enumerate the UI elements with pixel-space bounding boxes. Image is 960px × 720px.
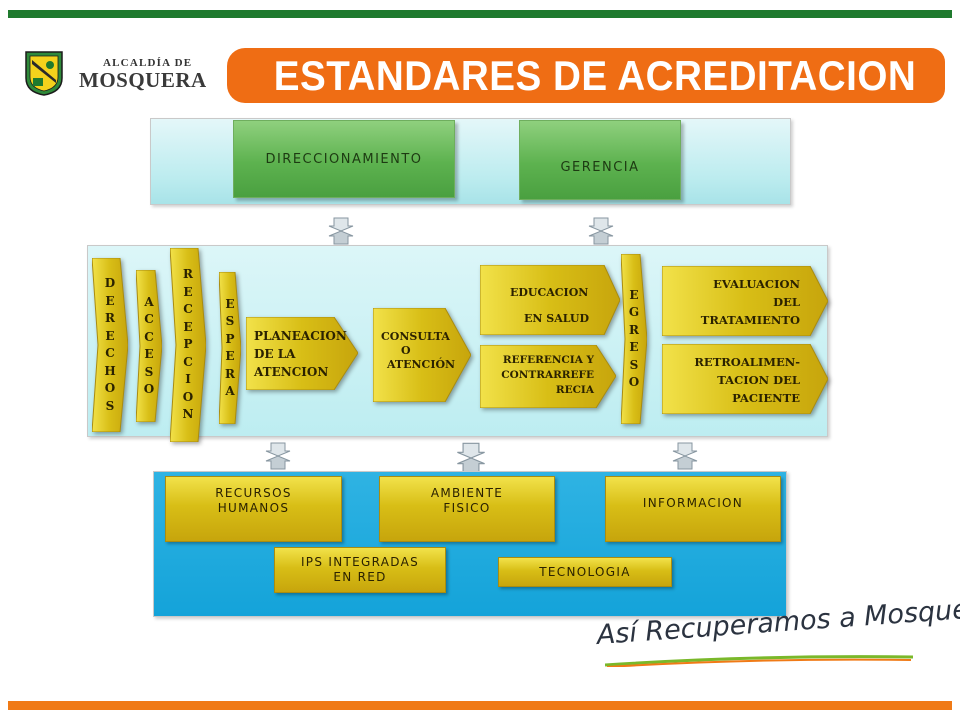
derechos-letter: S xyxy=(105,398,115,413)
egreso-letter: E xyxy=(629,340,639,354)
double-arrow-icon xyxy=(328,217,354,245)
double-arrow-icon xyxy=(265,442,291,470)
ips-line-2: EN RED xyxy=(333,570,387,584)
retroalimentacion-shape: RETROALIMEN- TACION DEL PACIENTE xyxy=(662,344,828,414)
derechos-letter: E xyxy=(105,328,115,343)
mosquera-shield-icon xyxy=(25,51,63,96)
derechos-letter: H xyxy=(104,363,116,378)
recepcion-letter: R xyxy=(183,267,193,282)
planeacion-line-2: DE LA xyxy=(254,347,296,361)
planeacion-line-3: ATENCION xyxy=(254,365,329,379)
derechos-letter: R xyxy=(105,311,115,325)
gerencia-box: GERENCIA xyxy=(519,120,681,200)
recepcion-letter: I xyxy=(185,372,191,387)
acceso-letter: S xyxy=(144,364,154,379)
derechos-letter: O xyxy=(104,381,116,395)
derechos-letter: E xyxy=(105,293,115,308)
recepcion-letter: E xyxy=(183,284,193,299)
egreso-letter: O xyxy=(628,375,640,389)
ips-line-1: IPS INTEGRADAS xyxy=(300,555,420,569)
recepcion-letter: C xyxy=(183,302,193,317)
acceso-letter: C xyxy=(144,312,154,326)
direccionamiento-label: DIRECCIONAMIENTO xyxy=(265,151,423,167)
double-arrow-icon xyxy=(588,217,614,245)
recepcion-letter: N xyxy=(182,407,194,422)
planeacion-line-1: PLANEACION xyxy=(254,329,347,343)
retroalimentacion-line-2: TACION DEL xyxy=(717,373,800,387)
referencia-line-3: RECIA xyxy=(555,384,594,396)
espera-letter: P xyxy=(225,331,235,346)
recepcion-letter: E xyxy=(183,319,193,334)
retroalimentacion-line-3: PACIENTE xyxy=(732,391,800,405)
consulta-line-2: O xyxy=(401,344,411,357)
egreso-letter: R xyxy=(629,322,639,337)
ambiente-line-2: FISICO xyxy=(443,501,491,515)
recepcion-letter: O xyxy=(182,389,194,404)
acceso-letter: E xyxy=(144,347,154,361)
slogan-underline xyxy=(605,655,913,667)
recursos-line-2: HUMANOS xyxy=(217,501,290,515)
ips-integradas-box: IPS INTEGRADAS EN RED xyxy=(274,547,446,593)
acceso-letter: A xyxy=(144,294,154,309)
derechos-letter: D xyxy=(104,276,116,290)
referencia-shape: REFERENCIA Y CONTRARREFE RECIA xyxy=(480,345,616,408)
evaluacion-line-2: DEL xyxy=(773,295,800,309)
educacion-line-1: EDUCACION xyxy=(510,286,589,299)
espera-letter: S xyxy=(225,314,235,328)
tecnologia-label: TECNOLOGIA xyxy=(539,564,631,579)
evaluacion-shape: EVALUACION DEL TRATAMIENTO xyxy=(662,266,828,336)
acceso-letter: O xyxy=(143,382,155,396)
consulta-line-3: ATENCIÓN xyxy=(387,358,456,371)
logo-caption-small: ALCALDÍA DE xyxy=(103,57,193,69)
referencia-line-1: REFERENCIA Y xyxy=(502,354,594,366)
recepcion-letter: P xyxy=(183,337,193,352)
educacion-shape: EDUCACION EN SALUD xyxy=(480,265,620,335)
direccionamiento-box: DIRECCIONAMIENTO xyxy=(233,120,455,198)
tecnologia-box: TECNOLOGIA xyxy=(498,557,672,587)
logo-caption-big: MOSQUERA xyxy=(79,68,207,92)
retroalimentacion-line-1: RETROALIMEN- xyxy=(694,355,800,369)
ambiente-line-1: AMBIENTE xyxy=(430,486,504,500)
recursos-humanos-box: RECURSOS HUMANOS xyxy=(165,476,342,542)
gerencia-label: GERENCIA xyxy=(560,159,640,175)
acceso-letter: C xyxy=(144,329,154,344)
egreso-letter: S xyxy=(629,357,639,372)
ambiente-fisico-box: AMBIENTE FISICO xyxy=(379,476,555,542)
bottom-bar xyxy=(8,701,952,710)
recepcion-letter: C xyxy=(183,354,193,369)
title-banner: ESTANDARES DE ACREDITACION xyxy=(227,48,945,103)
double-arrow-icon xyxy=(672,442,698,470)
espera-letter: E xyxy=(225,296,235,311)
planeacion-shape: PLANEACION DE LA ATENCION xyxy=(246,317,358,390)
informacion-label: INFORMACION xyxy=(642,495,744,510)
page-title: ESTANDARES DE ACREDITACION xyxy=(273,51,917,99)
evaluacion-line-3: TRATAMIENTO xyxy=(700,313,800,327)
evaluacion-line-1: EVALUACION xyxy=(713,277,800,291)
espera-letter: R xyxy=(225,366,235,381)
consulta-shape: CONSULTA O ATENCIÓN xyxy=(373,308,471,402)
informacion-box: INFORMACION xyxy=(605,476,781,542)
consulta-line-1: CONSULTA xyxy=(381,330,450,343)
espera-letter: A xyxy=(225,384,235,398)
top-bar xyxy=(8,10,952,18)
espera-letter: E xyxy=(225,349,235,363)
educacion-line-2: EN SALUD xyxy=(524,312,590,325)
double-arrow-icon xyxy=(457,442,485,474)
derechos-letter: C xyxy=(105,346,115,360)
egreso-letter: E xyxy=(629,287,639,302)
egreso-letter: G xyxy=(628,305,640,319)
recursos-line-1: RECURSOS xyxy=(215,486,292,500)
referencia-line-2: CONTRARREFE xyxy=(501,369,594,381)
